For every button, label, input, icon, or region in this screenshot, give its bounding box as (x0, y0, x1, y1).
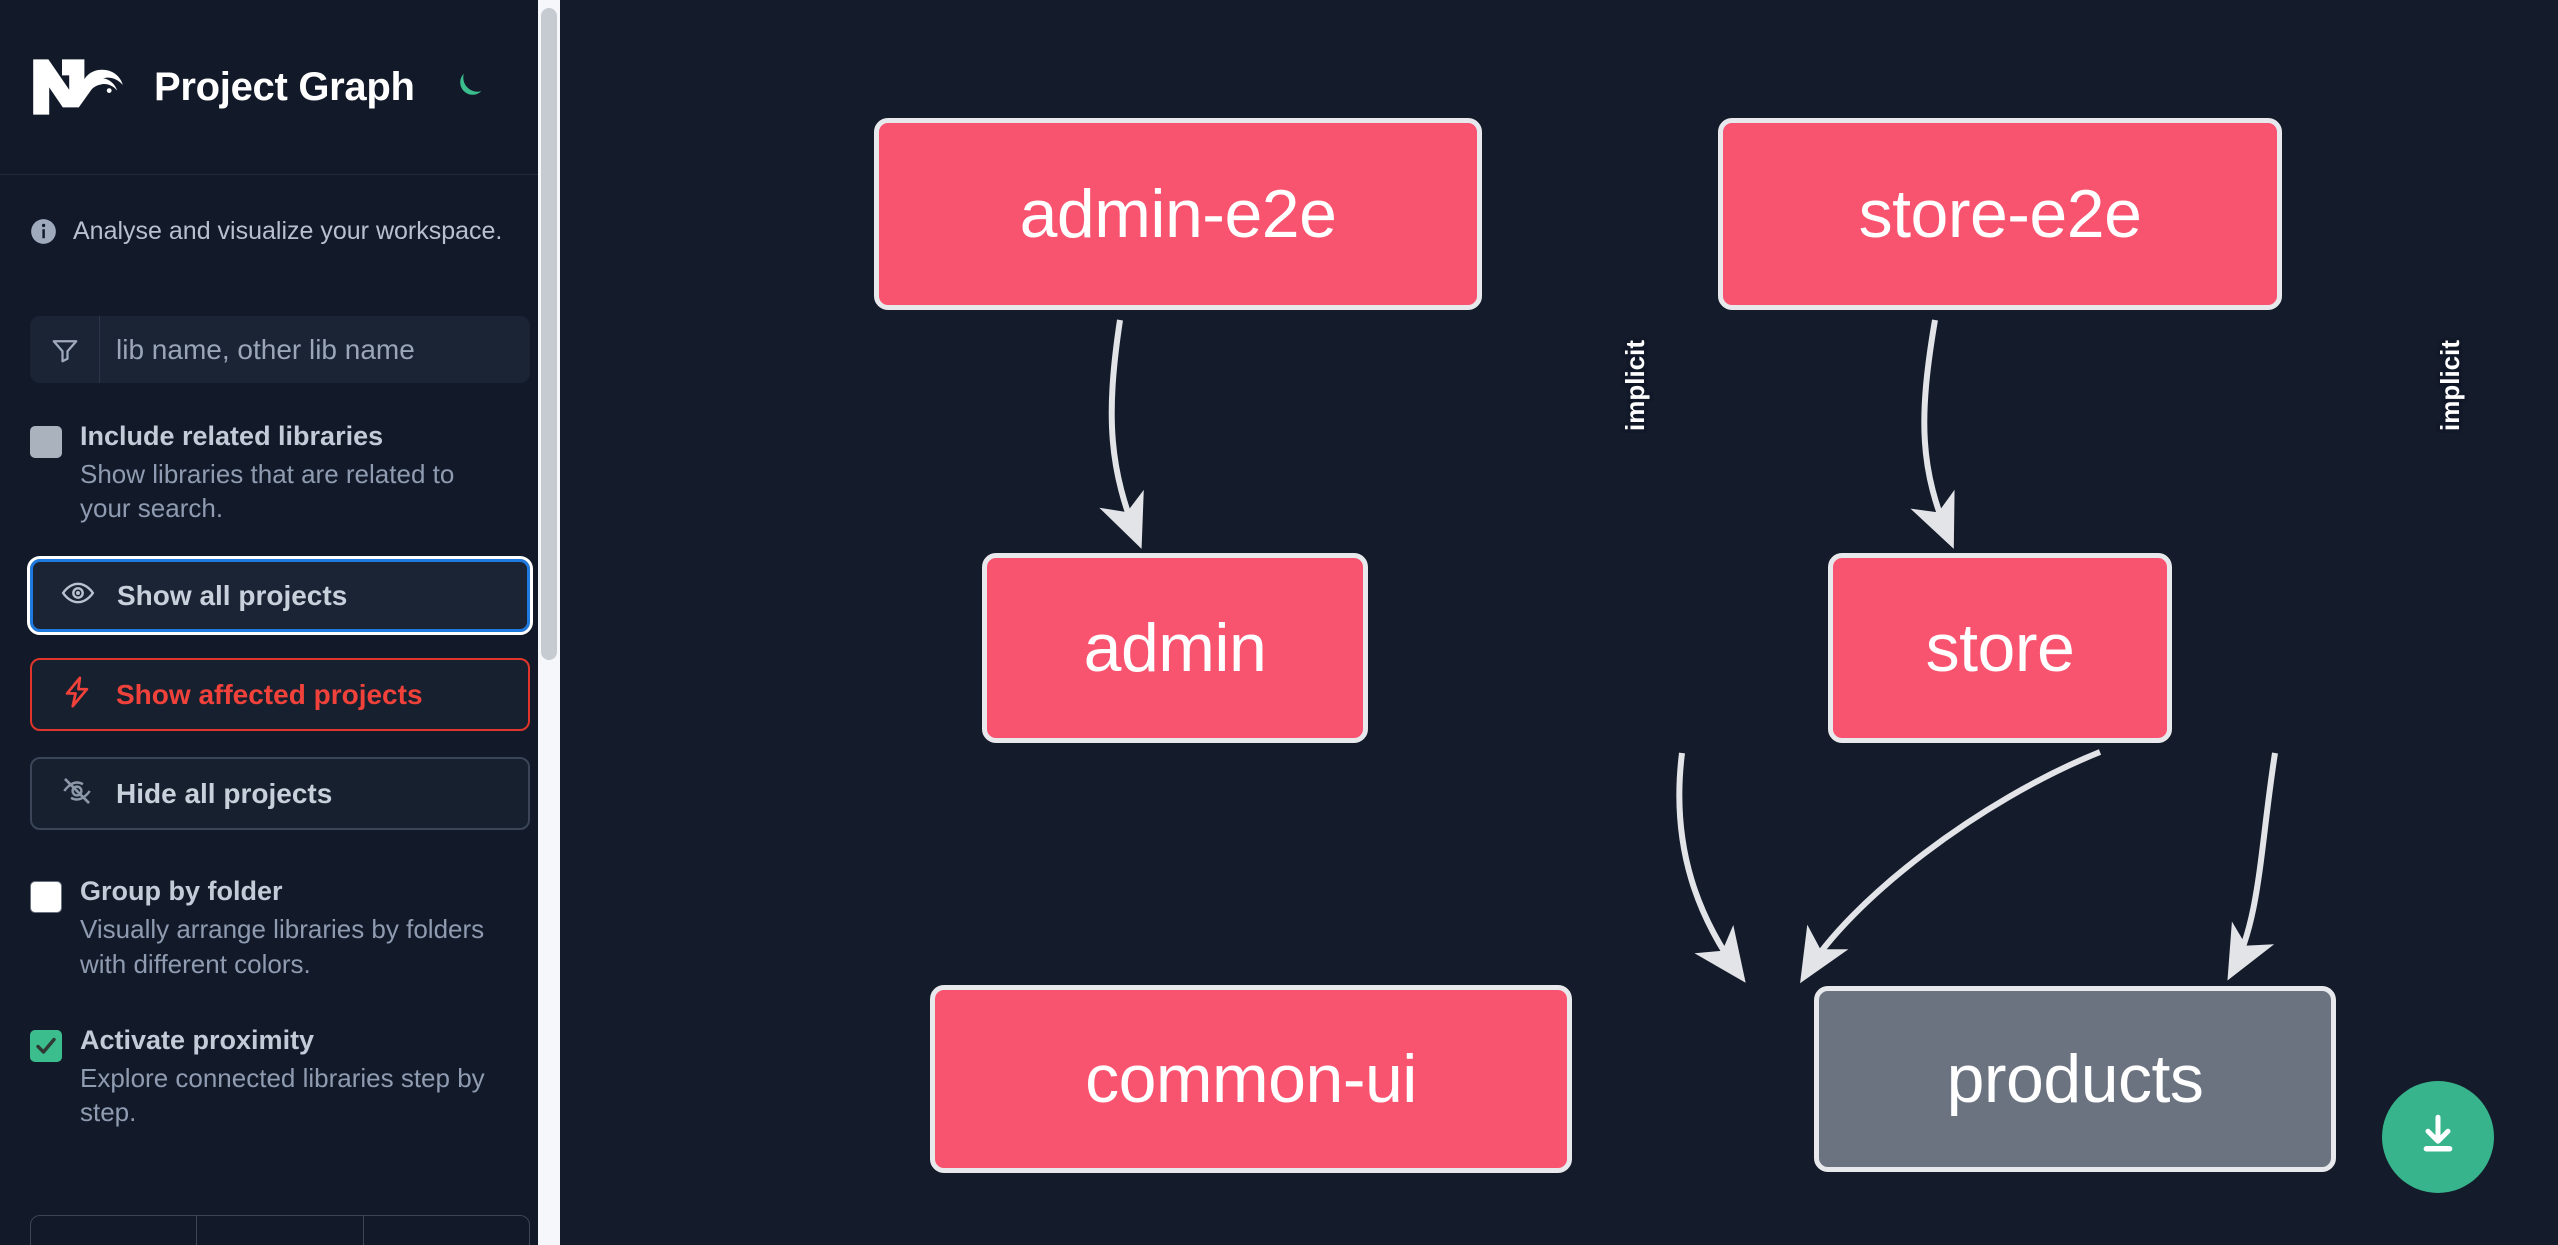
graph-node-products[interactable]: products (1814, 986, 2336, 1172)
edge-label-implicit-store: implicit (2435, 339, 2466, 432)
search-field[interactable] (30, 316, 530, 383)
edge-label-implicit-admin: implicit (1620, 339, 1651, 432)
graph-node-admin-e2e[interactable]: admin-e2e (874, 118, 1482, 310)
edge-admin-e2e-to-admin (1099, 319, 1144, 549)
hide-all-projects-button[interactable]: Hide all projects (30, 757, 530, 831)
checkbox-description: Explore connected libraries step by step… (80, 1062, 485, 1128)
graph-node-label: admin-e2e (1019, 176, 1337, 252)
graph-node-label: admin (1083, 610, 1267, 686)
checkbox-description: Visually arrange libraries by folders wi… (80, 914, 485, 979)
moon-icon[interactable] (445, 64, 491, 110)
graph-edges (1099, 319, 2278, 984)
edge-admin-to-common-ui (1676, 752, 1746, 983)
sidebar-scrollbar[interactable] (538, 0, 560, 1245)
hide-all-projects-label: Hide all projects (116, 777, 333, 809)
filter-funnel-icon (30, 316, 100, 383)
lightning-bolt-icon (60, 675, 94, 714)
graph-node-label: common-ui (1085, 1041, 1417, 1117)
show-affected-projects-label: Show affected projects (116, 678, 423, 710)
app-title: Project Graph (154, 64, 415, 109)
checkbox-box[interactable] (30, 1029, 62, 1062)
graph-node-store-e2e[interactable]: store-e2e (1718, 118, 2282, 310)
checkbox-label: Group by folder (80, 876, 283, 907)
graph-node-label: products (1946, 1041, 2204, 1117)
edge-store-to-products (2227, 752, 2278, 981)
show-all-projects-label: Show all projects (117, 579, 348, 611)
show-all-projects-button[interactable]: Show all projects (27, 556, 533, 636)
segment-1[interactable] (31, 1216, 198, 1245)
edge-store-to-common-ui (1800, 749, 2102, 984)
show-affected-projects-button[interactable]: Show affected projects (30, 658, 530, 732)
eye-off-icon (60, 774, 94, 813)
segment-2[interactable] (197, 1216, 364, 1245)
checkbox-box[interactable] (30, 426, 62, 458)
graph-node-admin[interactable]: admin (982, 553, 1368, 743)
info-icon (30, 218, 57, 245)
graph-node-common-ui[interactable]: common-ui (930, 985, 1572, 1173)
search-input[interactable] (100, 316, 530, 383)
checkbox-include-related-libraries[interactable]: Include related libraries Show libraries… (30, 421, 530, 525)
checkbox-activate-proximity[interactable]: Activate proximity Explore connected lib… (30, 1025, 530, 1129)
edge-store-e2e-to-store (1910, 319, 1955, 549)
workspace-hint: Analyse and visualize your workspace. (30, 217, 530, 246)
segmented-control[interactable] (30, 1215, 530, 1245)
graph-node-label: store (1925, 610, 2075, 686)
checkbox-description: Show libraries that are related to your … (80, 458, 455, 524)
sidebar-body: Analyse and visualize your workspace. In… (0, 217, 560, 1129)
checkbox-box[interactable] (30, 881, 62, 914)
graph-canvas[interactable]: implicit implicit admin-e2e store-e2e ad… (560, 0, 2558, 1245)
graph-node-label: store-e2e (1858, 176, 2142, 252)
nx-logo-icon (30, 53, 126, 121)
sidebar: Project Graph Analyse and visualize your… (0, 0, 560, 1245)
sidebar-scrollbar-thumb[interactable] (541, 8, 557, 660)
checkbox-label: Activate proximity (80, 1024, 315, 1055)
segment-3[interactable] (364, 1216, 529, 1245)
checkbox-group-by-folder[interactable]: Group by folder Visually arrange librari… (30, 876, 530, 980)
checkbox-label: Include related libraries (80, 421, 384, 451)
graph-node-store[interactable]: store (1828, 553, 2172, 743)
download-icon (2413, 1110, 2463, 1165)
eye-icon (61, 576, 95, 615)
sidebar-header: Project Graph (0, 0, 560, 175)
download-graph-button[interactable] (2382, 1081, 2494, 1193)
workspace-hint-text: Analyse and visualize your workspace. (73, 217, 503, 245)
